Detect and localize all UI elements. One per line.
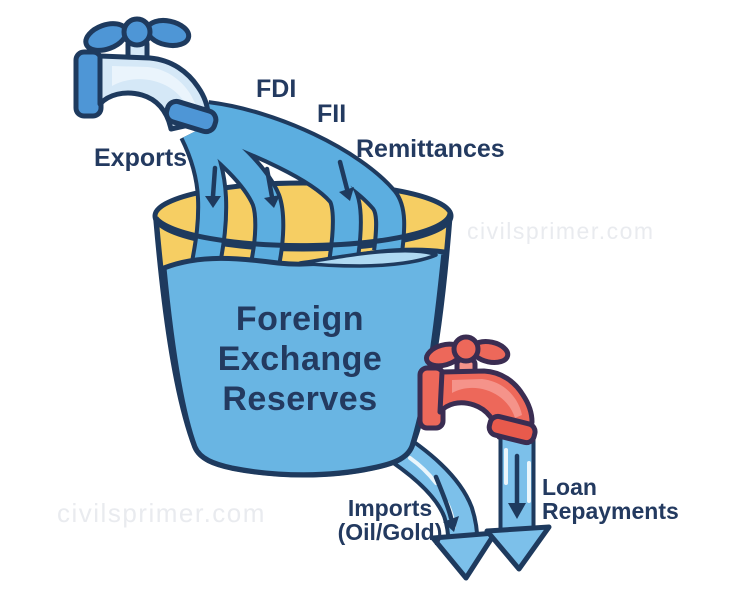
label-loan-line1: Loan <box>542 474 597 500</box>
faucet-body-highlight <box>112 66 197 113</box>
imports-outflow-stream <box>376 426 498 581</box>
label-fdi: FDI <box>256 75 297 103</box>
down-arrow-icon <box>264 195 280 208</box>
red-faucet-icon <box>417 334 538 446</box>
down-arrow-icon <box>339 187 354 201</box>
label-imports-line2: (Oil/Gold) <box>337 519 443 545</box>
faucet-spout-collar <box>163 98 219 135</box>
water-wave-highlight <box>298 249 438 268</box>
label-imports-line1: Imports <box>347 495 433 521</box>
bucket-title-line2: Exchange <box>217 340 383 378</box>
bucket-title-line1: Foreign <box>235 300 365 338</box>
faucet-body-highlight <box>452 379 522 418</box>
handle-center <box>121 16 153 48</box>
water-highlight-streak <box>408 456 438 485</box>
blue-faucet-icon <box>73 16 219 135</box>
imports-stream-arrowhead-icon <box>430 530 498 581</box>
remittances-stream-water <box>205 104 403 254</box>
bucket-water <box>161 247 447 478</box>
label-loan-repayments: Loan Repayments <box>542 475 679 523</box>
down-arrow-icon <box>205 196 221 208</box>
watermark-top-right: civilsprimer.com <box>467 218 655 244</box>
fii-stream-water <box>199 110 359 265</box>
loan-repayments-outflow-stream <box>484 434 552 572</box>
down-arrow-icon <box>210 165 218 199</box>
watermark-bottom-left: civilsprimer.com <box>57 498 266 528</box>
loan-stream-arrowhead-icon <box>484 524 552 572</box>
label-loan-line2: Repayments <box>542 498 679 524</box>
down-arrow-icon <box>337 159 350 192</box>
label-fii: FII <box>317 100 347 128</box>
bucket-front-lip <box>153 212 453 249</box>
down-arrow-icon <box>264 166 275 200</box>
label-exports: Exports <box>94 144 188 172</box>
label-remittances: Remittances <box>356 135 505 163</box>
bucket-title-line3: Reserves <box>222 380 378 418</box>
bucket-title: Foreign Exchange Reserves <box>185 299 415 419</box>
label-imports: Imports (Oil/Gold) <box>320 496 460 544</box>
faucet-flange <box>73 49 104 119</box>
inflow-arrows <box>205 159 354 208</box>
down-arrow-icon <box>443 516 459 532</box>
faucet-spout-collar <box>486 413 538 446</box>
handle-center <box>451 334 481 364</box>
down-arrow-icon <box>433 474 454 521</box>
down-arrow-icon <box>508 503 526 519</box>
